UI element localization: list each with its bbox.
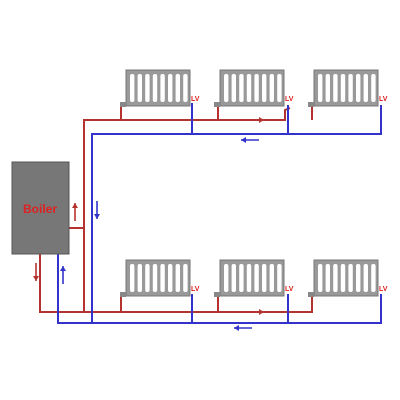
radiator-inlet-valve	[120, 292, 126, 297]
radiator-fin	[340, 74, 346, 102]
radiator-fin	[231, 74, 236, 102]
radiator-fin	[262, 264, 267, 292]
arrow-head	[72, 203, 78, 208]
lockshield-valve-label: LV	[191, 286, 200, 293]
radiator-top-1: LV	[120, 69, 200, 107]
radiator-fin	[175, 74, 180, 102]
boiler: Boiler	[11, 161, 70, 255]
arrow-head	[259, 309, 264, 315]
return-pipe-bottom	[92, 294, 382, 324]
flow-arrow-top	[246, 117, 264, 123]
flow-pipe-boiler-out	[39, 254, 84, 313]
flow-arrows	[33, 117, 264, 331]
radiator-fin	[356, 74, 361, 102]
boiler-body	[11, 161, 70, 255]
arrow-head	[94, 214, 100, 219]
lockshield-valve-label: LV	[191, 96, 200, 103]
radiator-body	[125, 69, 191, 107]
flow-arrow-boiler-up	[72, 203, 78, 221]
radiator-bottom-3: LV	[308, 259, 388, 297]
radiator-fin	[254, 74, 259, 102]
radiator-fin	[145, 264, 150, 292]
radiator-body	[219, 69, 285, 107]
radiator-fin	[152, 74, 158, 102]
radiator-fin	[246, 264, 252, 292]
radiator-inlet-valve	[308, 102, 314, 107]
radiator-body	[219, 259, 285, 297]
radiator-fin	[325, 74, 330, 102]
arrow-head	[241, 137, 246, 143]
boiler-label: Boiler	[23, 202, 57, 216]
radiator-fin	[363, 264, 368, 292]
radiator-fin	[130, 74, 135, 102]
radiator-fin	[269, 264, 274, 292]
lockshield-valve-label: LV	[285, 286, 294, 293]
radiator-top-2: LV	[214, 69, 294, 107]
radiator-inlet-valve	[214, 292, 220, 297]
arrow-head	[33, 276, 39, 281]
radiator-fin	[333, 264, 338, 292]
radiator-fin	[371, 264, 376, 292]
radiator-fin	[325, 264, 330, 292]
radiator-inlet-valve	[120, 102, 126, 107]
radiator-fin	[160, 74, 165, 102]
return-arrow-top	[241, 137, 259, 143]
flow-arrow-boiler-down	[33, 263, 39, 281]
arrow-head	[259, 117, 264, 123]
radiator-fin	[152, 264, 158, 292]
flow-arrow-bottom	[246, 309, 264, 315]
lockshield-valve-label: LV	[379, 96, 388, 103]
radiator-fin	[183, 74, 188, 102]
radiator-fin	[318, 74, 323, 102]
radiator-body	[313, 259, 379, 297]
radiator-body	[125, 259, 191, 297]
radiator-fin	[277, 264, 282, 292]
radiator-fin	[371, 74, 376, 102]
radiator-fin	[348, 264, 353, 292]
radiator-fin	[224, 74, 229, 102]
arrow-head	[60, 266, 66, 271]
arrow-head	[234, 325, 239, 331]
radiator-fin	[356, 264, 361, 292]
return-arrow-riser-down	[94, 201, 100, 219]
radiator-fin	[269, 74, 274, 102]
radiator-fin	[160, 264, 165, 292]
radiator-fin	[333, 74, 338, 102]
return-arrow-boiler-up	[60, 266, 66, 284]
radiator-fin	[231, 264, 236, 292]
radiator-inlet-valve	[214, 102, 220, 107]
radiator-fin	[277, 74, 282, 102]
radiator-fin	[254, 264, 259, 292]
radiator-fin	[239, 264, 244, 292]
radiator-fin	[137, 264, 142, 292]
pipework	[39, 103, 382, 324]
radiator-fin	[168, 264, 173, 292]
radiator-fin	[340, 264, 346, 292]
lockshield-valve-label: LV	[379, 286, 388, 293]
radiator-fin	[137, 74, 142, 102]
radiator-fin	[363, 74, 368, 102]
lockshield-valve-label: LV	[285, 96, 294, 103]
radiator-fin	[262, 74, 267, 102]
radiator-inlet-valve	[308, 292, 314, 297]
radiator-fin	[318, 264, 323, 292]
radiators: LV LV LV LV LV LV	[120, 69, 388, 297]
radiator-bottom-2: LV	[214, 259, 294, 297]
flow-pipe-bottom	[83, 228, 313, 313]
radiator-body	[313, 69, 379, 107]
radiator-fin	[130, 264, 135, 292]
radiator-top-3: LV	[308, 69, 388, 107]
radiator-fin	[183, 264, 188, 292]
radiator-fin	[175, 264, 180, 292]
radiator-bottom-1: LV	[120, 259, 200, 297]
radiator-fin	[246, 74, 252, 102]
flow-pipe-main	[48, 107, 291, 254]
radiator-fin	[145, 74, 150, 102]
return-arrow-bottom	[234, 325, 252, 331]
radiator-fin	[224, 264, 229, 292]
radiator-fin	[239, 74, 244, 102]
radiator-fin	[348, 74, 353, 102]
radiator-fin	[168, 74, 173, 102]
